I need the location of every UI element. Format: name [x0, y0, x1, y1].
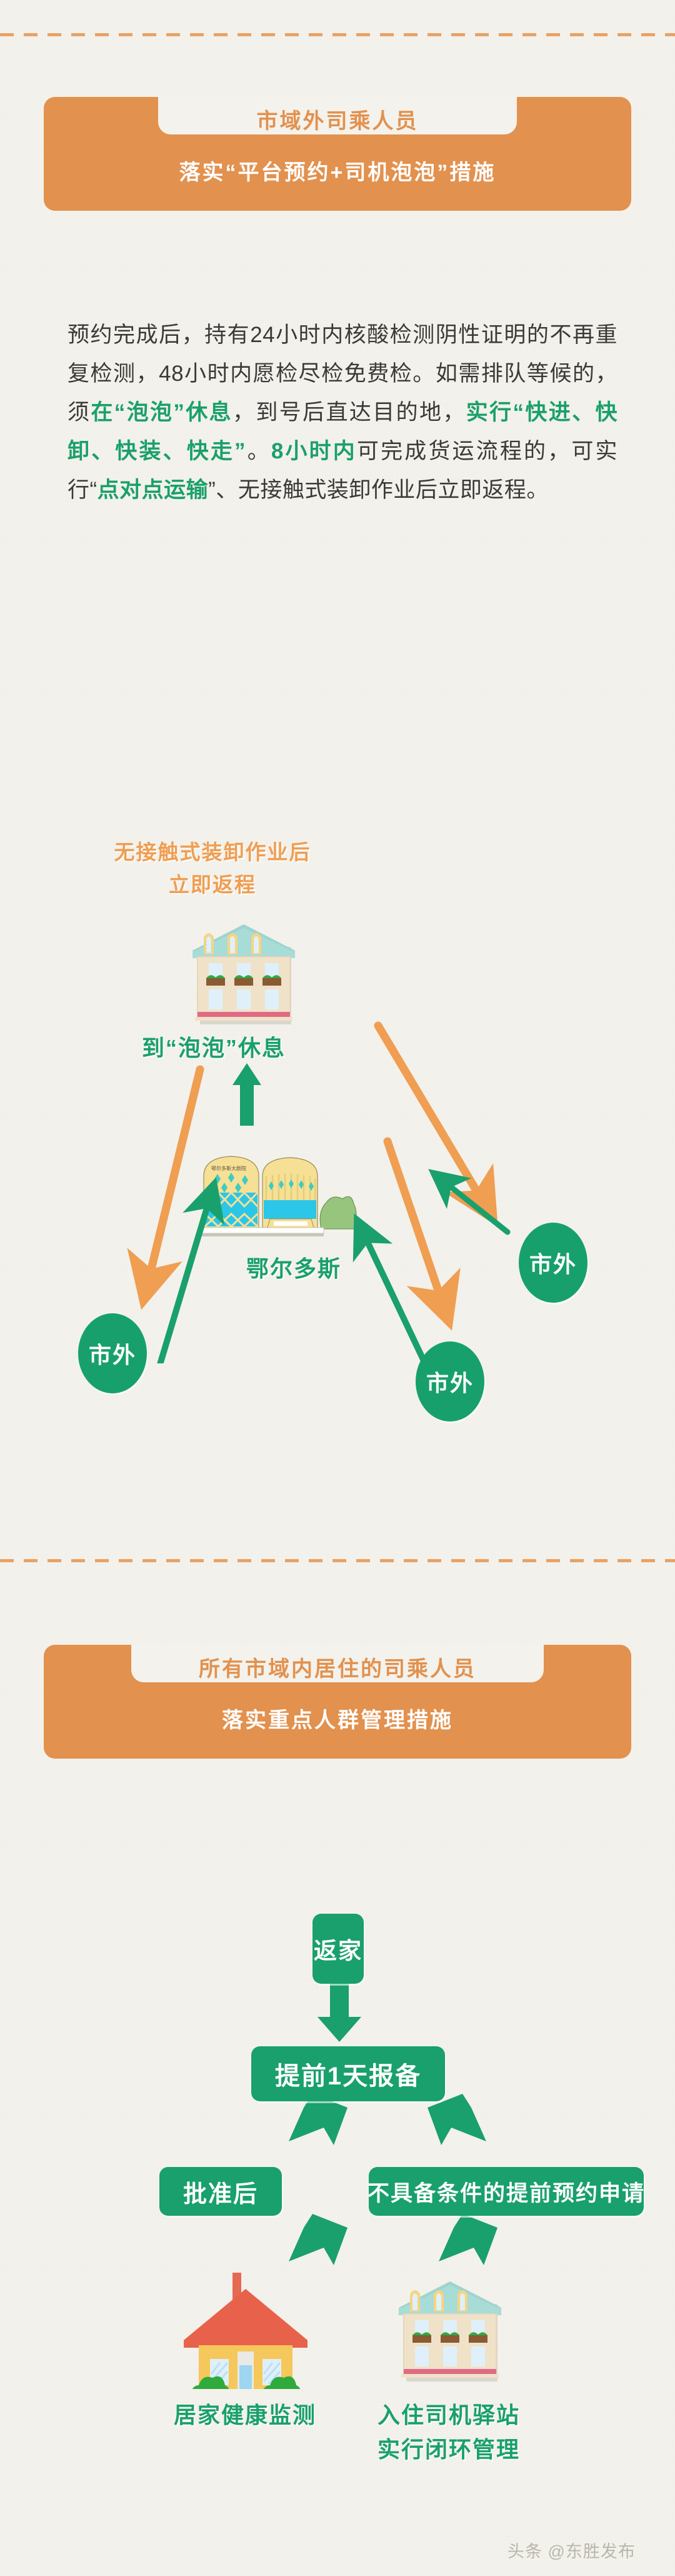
- hotel-building-illustration: [192, 924, 295, 1024]
- flow-box-no-condition[interactable]: 不具备条件的提前预约申请: [368, 2167, 644, 2216]
- ordos-landmark-illustration: 鄂尔多斯大剧院: [198, 1156, 357, 1236]
- center-city-label: 鄂尔多斯: [246, 1256, 342, 1281]
- paragraph-segment-4: 。: [246, 439, 271, 463]
- section2-header-notch: [131, 1645, 544, 1682]
- dashed-divider-middle: [0, 1559, 675, 1562]
- city-badge-right: 市外: [519, 1223, 588, 1303]
- section1-title-bottom: 落实“平台预约+司机泡泡”措施: [179, 161, 496, 184]
- paragraph-segment-0: 预约完成后，持有24小时内核酸检测阴性证明的不再重复检测，48小时内愿检尽检免费…: [68, 323, 618, 425]
- flow-arrow-right-to-station: [439, 2214, 498, 2265]
- section1-paragraph: 预约完成后，持有24小时内核酸检测阴性证明的不再重复检测，48小时内愿检尽检免费…: [68, 316, 618, 510]
- diagram-caption-line2: 立即返程: [169, 873, 256, 896]
- flow-arrow-report-to-right: [428, 2094, 486, 2145]
- flow-box-start[interactable]: 返家: [312, 1914, 364, 1984]
- svg-text:鄂尔多斯大剧院: 鄂尔多斯大剧院: [211, 1165, 246, 1171]
- arrow-green-from-city-right: [428, 1169, 511, 1235]
- paragraph-segment-5: 8小时内: [271, 439, 357, 463]
- outcome-label-station-line1: 入住司机驿站: [377, 2402, 521, 2428]
- watermark: 头条 @东胜发布: [508, 2542, 636, 2561]
- paragraph-segment-2: ，到号后直达目的地，: [232, 400, 466, 425]
- paragraph-segment-6: 可完成货运流程的，可实行“: [68, 439, 618, 502]
- paragraph-segment-7: 点对点运输: [97, 478, 209, 502]
- city-badge-bottom-right: 市外: [416, 1341, 484, 1422]
- arrow-orange-to-city-bottom-right: [383, 1137, 461, 1331]
- section1-header-notch: [158, 97, 517, 134]
- section2-title-bottom: 落实重点人群管理措施: [222, 1709, 453, 1732]
- diagram-caption-line1: 无接触式装卸作业后: [114, 841, 311, 864]
- flow-box-report[interactable]: 提前1天报备: [251, 2046, 445, 2101]
- flow-box-approved[interactable]: 批准后: [159, 2167, 282, 2216]
- arrow-orange-to-city-right: [374, 1021, 498, 1227]
- arrow-green-from-city-bottom-right: [352, 1213, 428, 1363]
- driver-station-illustration: [399, 2281, 501, 2382]
- outcome-label-station-line2: 实行闭环管理: [377, 2437, 521, 2462]
- section2-title-top: 所有市域内居住的司乘人员: [199, 1657, 476, 1681]
- dashed-divider-top: [0, 33, 675, 36]
- city-badge-bottom-left: 市外: [78, 1313, 147, 1393]
- flow-arrow-report-to-left: [289, 2094, 348, 2145]
- outcome-label-home: 居家健康监测: [173, 2402, 317, 2428]
- flow-arrow-start-to-report: [318, 1983, 361, 2042]
- paragraph-segment-3: 实行“快进、快卸、快装、快走”: [68, 400, 618, 463]
- flow-arrow-left-to-house: [289, 2214, 348, 2265]
- section1-title-top: 市域外司乘人员: [256, 109, 419, 133]
- hotel-label: 到“泡泡”休息: [141, 1035, 286, 1061]
- paragraph-segment-1: 在“泡泡”休息: [91, 400, 232, 425]
- home-house-illustration: [184, 2273, 308, 2389]
- paragraph-segment-8: ”、无接触式装卸作业后立即返程。: [208, 478, 549, 502]
- arrow-up-to-hotel: [232, 1063, 261, 1126]
